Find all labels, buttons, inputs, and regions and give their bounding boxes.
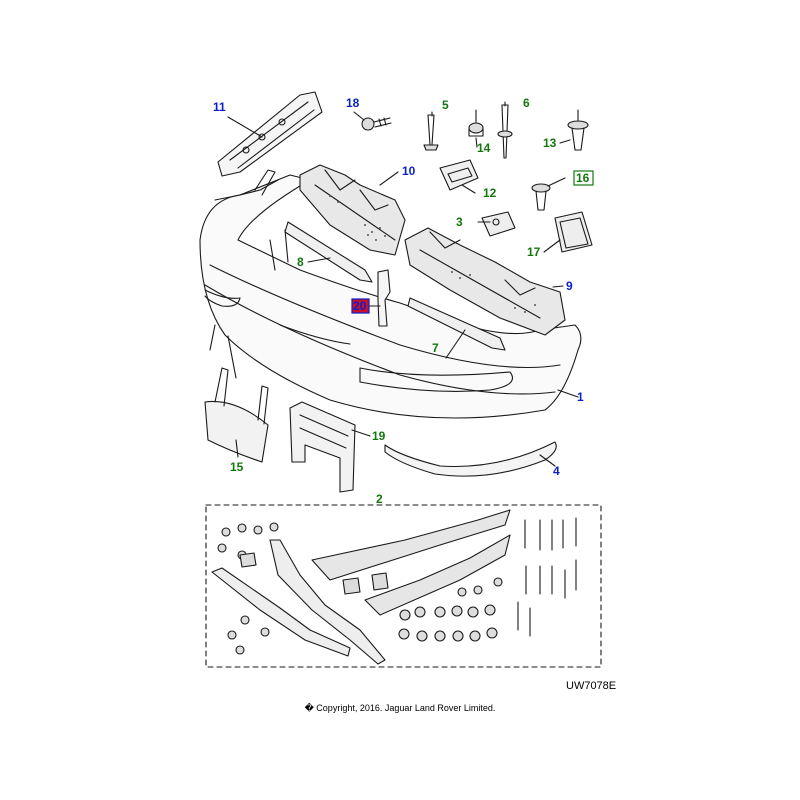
tow-cover-part-15[interactable] bbox=[204, 367, 269, 463]
energy-absorber-part-10[interactable] bbox=[299, 164, 406, 256]
callout-3: 3 bbox=[456, 215, 463, 229]
upper-bracket-part[interactable] bbox=[217, 91, 323, 196]
lower-strip-part-4[interactable] bbox=[384, 441, 557, 477]
pad-part-17[interactable] bbox=[554, 211, 593, 253]
callout-7: 7 bbox=[432, 341, 439, 355]
spire-nut-part-3[interactable] bbox=[481, 211, 516, 237]
callout-14: 14 bbox=[477, 141, 491, 155]
callout-19: 19 bbox=[372, 429, 386, 443]
callout-20-box bbox=[351, 298, 370, 314]
callout-17: 17 bbox=[527, 245, 541, 259]
callout-20: 20 bbox=[353, 299, 367, 313]
bracket-part-20[interactable] bbox=[377, 269, 391, 327]
bumper-cover-part[interactable] bbox=[199, 174, 582, 419]
nut-part-14[interactable] bbox=[468, 109, 484, 137]
callout-4: 4 bbox=[553, 464, 560, 478]
callout-1: 1 bbox=[577, 390, 584, 404]
callout-8: 8 bbox=[297, 255, 304, 269]
callout-6: 6 bbox=[523, 96, 530, 110]
bracket-part-19[interactable] bbox=[289, 401, 356, 493]
strip-part-8[interactable] bbox=[284, 221, 373, 283]
callout-11: 11 bbox=[213, 100, 226, 114]
clip-part-16[interactable] bbox=[531, 183, 551, 211]
callout-18: 18 bbox=[346, 96, 360, 110]
strip-part-7[interactable] bbox=[407, 297, 506, 351]
rivet-part-6[interactable] bbox=[497, 104, 513, 159]
clip-nut-part-12[interactable] bbox=[439, 159, 479, 191]
callout-5: 5 bbox=[442, 98, 449, 112]
callout-16: 16 bbox=[576, 171, 590, 185]
leader-lines bbox=[227, 101, 579, 467]
copyright-notice: � Copyright, 2016. Jaguar Land Rover Lim… bbox=[304, 703, 496, 713]
callout-labels: 1 2 3 4 5 6 7 8 9 10 11 12 13 14 15 16 1… bbox=[213, 96, 594, 506]
energy-absorber-part-9[interactable] bbox=[404, 227, 566, 336]
callout-10: 10 bbox=[402, 164, 416, 178]
callout-12: 12 bbox=[483, 186, 497, 200]
stud-part-5[interactable] bbox=[423, 114, 439, 151]
push-clip-part-13[interactable] bbox=[567, 109, 589, 151]
mounting-kit-part-2[interactable] bbox=[205, 504, 602, 668]
callout-16-box bbox=[573, 170, 594, 186]
callout-9: 9 bbox=[566, 279, 573, 293]
callout-2: 2 bbox=[376, 492, 383, 506]
callout-13: 13 bbox=[543, 136, 557, 150]
drawing-code: UW7078E bbox=[566, 680, 617, 692]
callout-15: 15 bbox=[230, 460, 244, 474]
bolt-part[interactable] bbox=[361, 117, 392, 131]
